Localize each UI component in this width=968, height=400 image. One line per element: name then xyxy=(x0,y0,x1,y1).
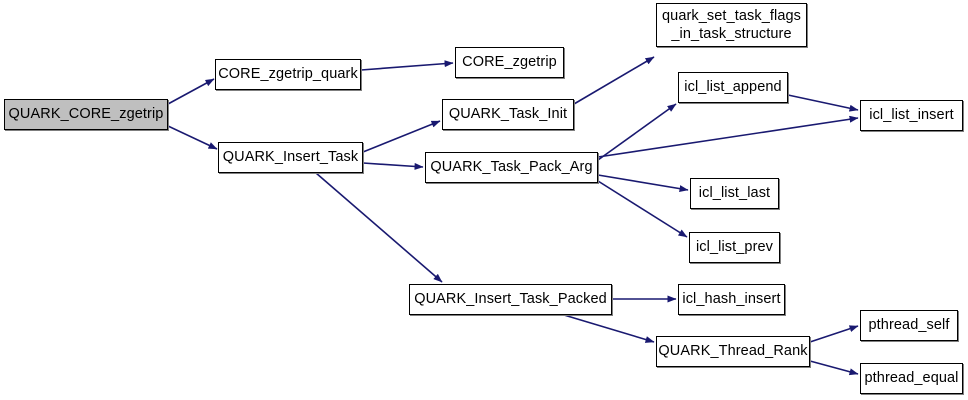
call-edge-quark_core_zgetrip-to-core_zgetrip_quark xyxy=(167,78,215,105)
graph-node-quark_core_zgetrip[interactable]: QUARK_CORE_zgetrip xyxy=(4,99,168,130)
graph-node-quark_thread_rank[interactable]: QUARK_Thread_Rank xyxy=(656,336,810,367)
call-edge-quark_task_pack_arg-to-icl_list_insert xyxy=(597,115,859,158)
call-edge-icl_list_append-to-icl_list_insert xyxy=(787,94,859,112)
graph-node-core_zgetrip_quark[interactable]: CORE_zgetrip_quark xyxy=(215,59,361,90)
call-edge-quark_thread_rank-to-pthread_equal xyxy=(809,360,859,376)
graph-node-icl_hash_insert[interactable]: icl_hash_insert xyxy=(678,284,785,315)
call-edge-quark_insert_task-to-quark_task_pack_arg xyxy=(362,162,424,170)
graph-node-core_zgetrip[interactable]: CORE_zgetrip xyxy=(455,47,564,78)
call-edge-quark_insert_task-to-quark_task_init xyxy=(362,120,441,153)
graph-node-quark_insert_task_packed[interactable]: QUARK_Insert_Task_Packed xyxy=(409,284,612,315)
graph-node-quark_set_task_flags[interactable]: quark_set_task_flags _in_task_structure xyxy=(656,3,807,47)
call-edge-quark_insert_task-to-quark_insert_task_packed xyxy=(315,172,443,283)
graph-node-icl_list_append[interactable]: icl_list_append xyxy=(678,72,788,103)
graph-node-quark_task_init[interactable]: QUARK_Task_Init xyxy=(442,99,574,130)
graph-node-pthread_self[interactable]: pthread_self xyxy=(860,310,958,341)
graph-node-quark_task_pack_arg[interactable]: QUARK_Task_Pack_Arg xyxy=(425,152,598,183)
call-edge-quark_insert_task_packed-to-quark_thread_rank xyxy=(563,314,655,343)
call-edge-quark_task_init-to-quark_set_task_flags xyxy=(573,56,655,105)
graph-node-pthread_equal[interactable]: pthread_equal xyxy=(860,363,963,394)
graph-node-icl_list_insert[interactable]: icl_list_insert xyxy=(860,100,963,131)
call-edge-quark_task_pack_arg-to-icl_list_prev xyxy=(597,180,688,238)
call-edge-quark_thread_rank-to-pthread_self xyxy=(809,325,859,343)
call-edge-quark_task_pack_arg-to-icl_list_append xyxy=(597,103,677,161)
graph-node-quark_insert_task[interactable]: QUARK_Insert_Task xyxy=(218,142,363,173)
call-edge-quark_core_zgetrip-to-quark_insert_task xyxy=(167,125,218,150)
graph-node-icl_list_last[interactable]: icl_list_last xyxy=(690,178,779,209)
call-edge-quark_task_pack_arg-to-icl_list_last xyxy=(597,174,689,193)
graph-node-icl_list_prev[interactable]: icl_list_prev xyxy=(689,232,780,263)
call-edge-core_zgetrip_quark-to-core_zgetrip xyxy=(360,60,454,71)
